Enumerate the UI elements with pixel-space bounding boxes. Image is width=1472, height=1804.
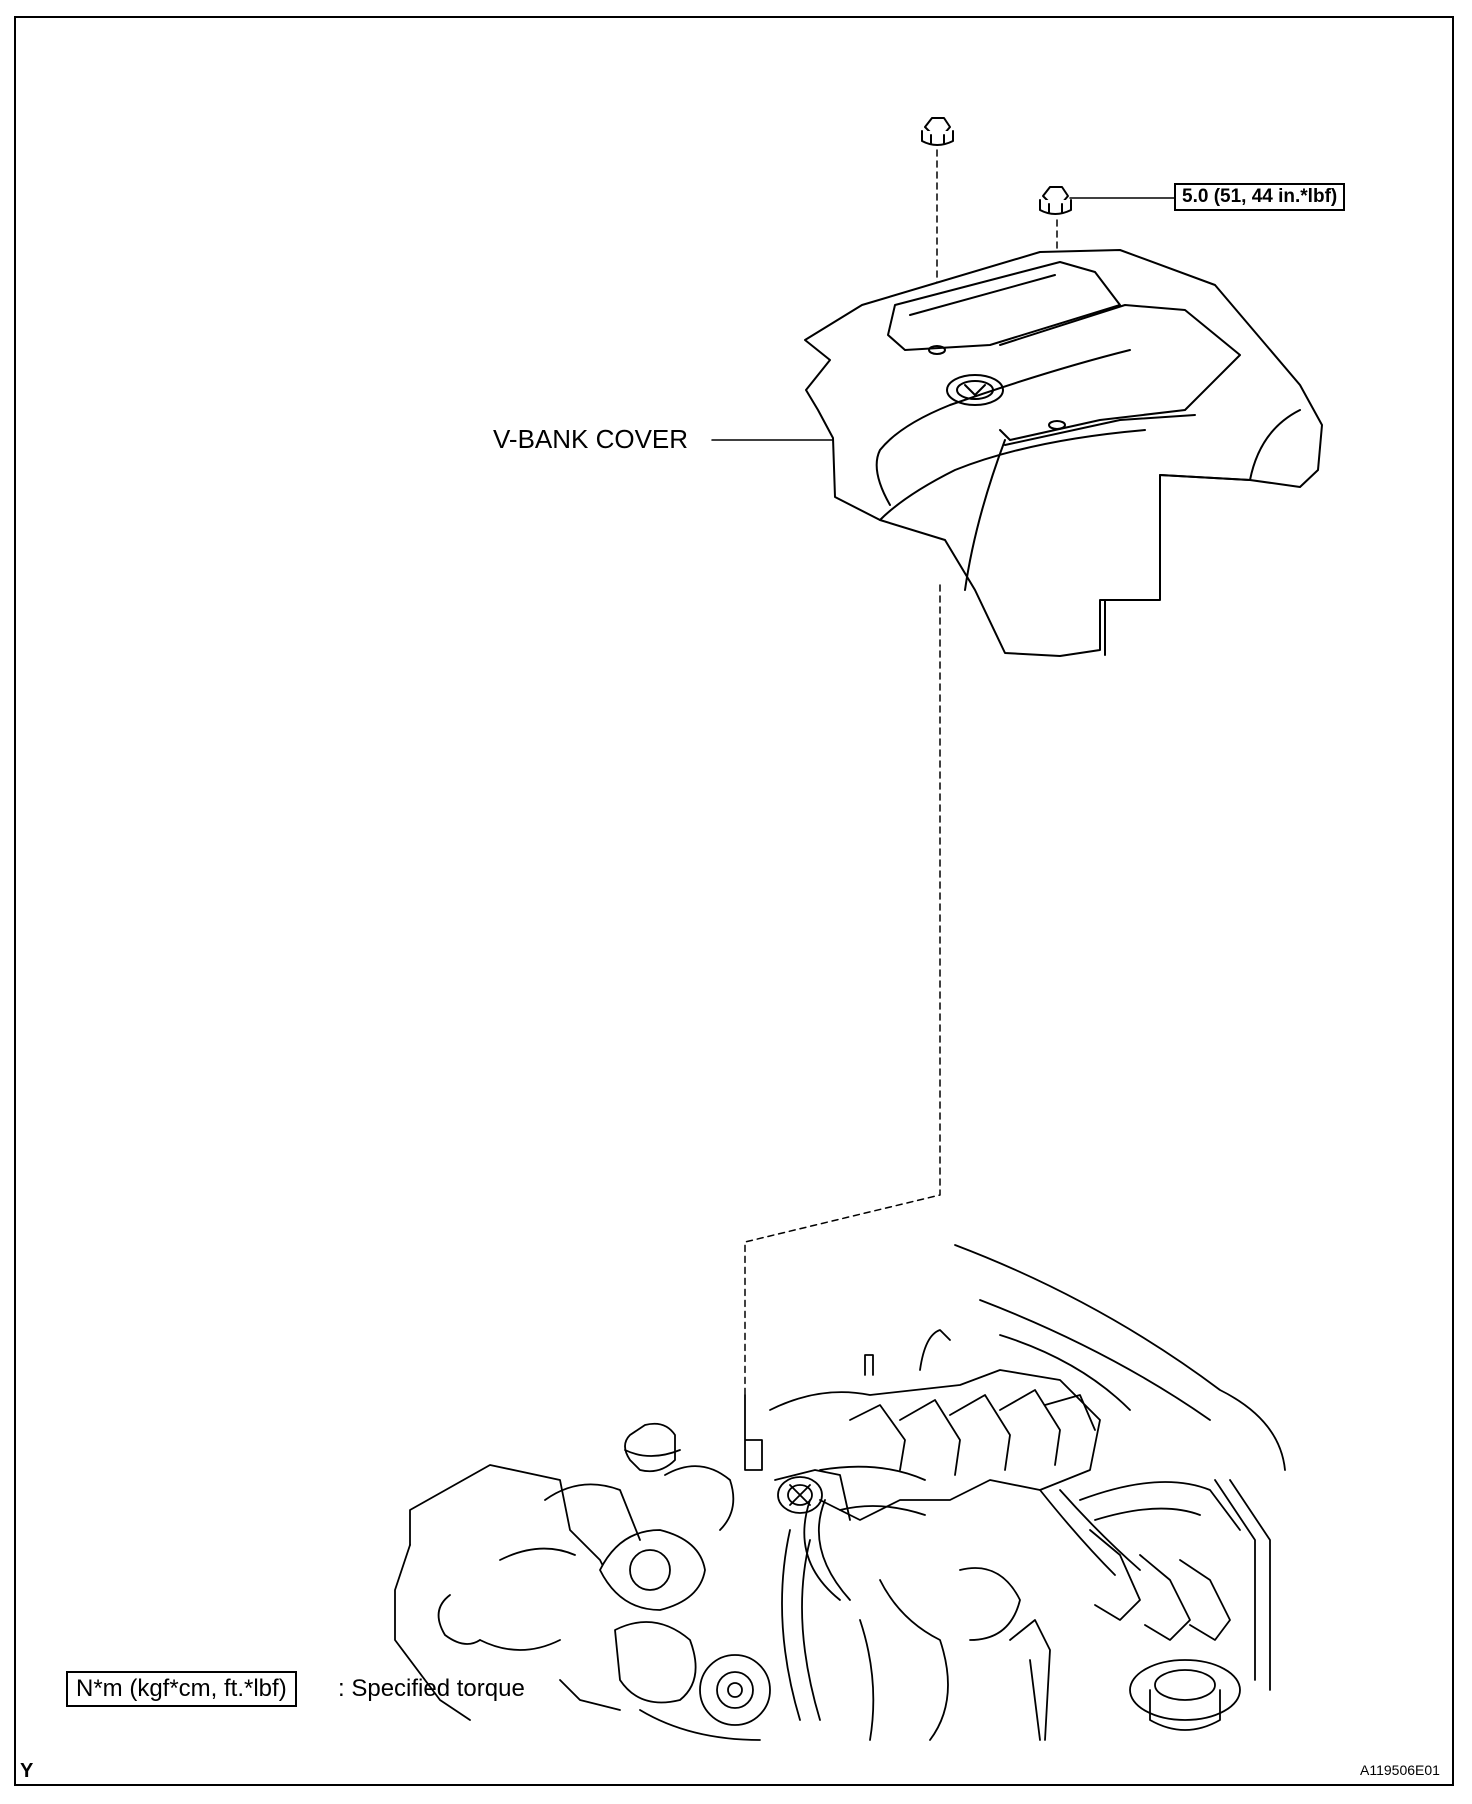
engine-assembly [394, 1244, 1286, 1741]
legend-description: : Specified torque [338, 1675, 525, 1702]
hex-nut-icon [921, 117, 954, 146]
figure-frame [14, 16, 1454, 1786]
part-label-v-bank-cover: V-BANK COVER [493, 424, 689, 454]
v-bank-cover [804, 249, 1323, 657]
corner-letter: Y [20, 1760, 34, 1782]
figure-code: A119506E01 [1360, 1762, 1440, 1778]
hex-nut-icon [1039, 186, 1072, 215]
torque-spec-callout: 5.0 (51, 44 in.*lbf) [1174, 183, 1346, 211]
legend-torque-unit-box: N*m (kgf*cm, ft.*lbf) [66, 1671, 297, 1707]
